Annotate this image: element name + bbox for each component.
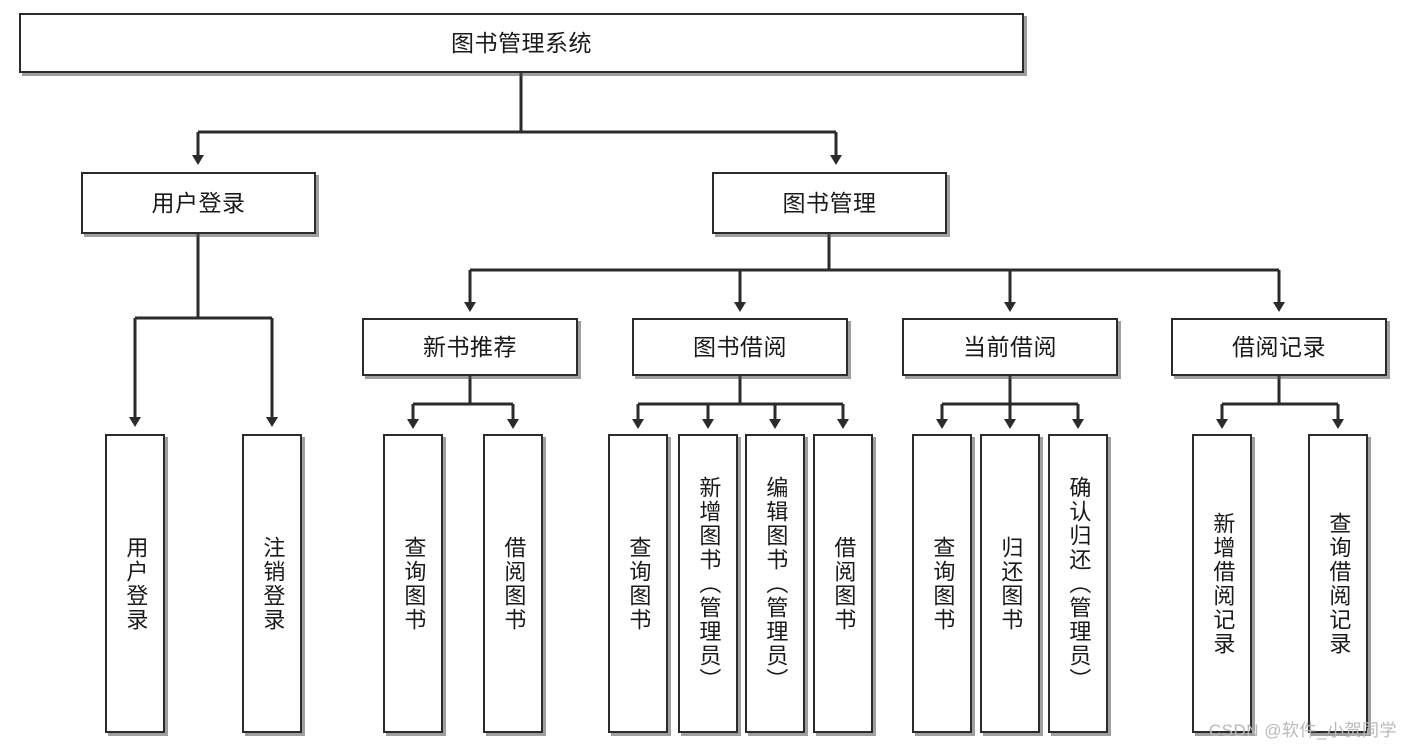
node-label: 图书管理系统 (451, 29, 592, 56)
node-label: 图书借阅 (693, 333, 787, 360)
node-label: 查询图书 (401, 535, 427, 632)
node-label: 注销登录 (260, 535, 286, 632)
node-leaf-return-book[interactable]: 归还图书 (980, 434, 1040, 733)
node-borrow-record[interactable]: 借阅记录 (1171, 318, 1387, 376)
node-leaf-query-book-2[interactable]: 查询图书 (608, 434, 668, 733)
node-label: 查询借阅记录 (1326, 511, 1352, 656)
node-label: 借阅图书 (501, 535, 527, 632)
node-leaf-borrow-book-1[interactable]: 借阅图书 (483, 434, 543, 733)
node-label: 当前借阅 (963, 333, 1057, 360)
node-label: 确认归还（管理员） (1066, 475, 1092, 692)
csdn-watermark: CSDN @软件_小贺同学 (1208, 721, 1397, 740)
node-label: 新增图书（管理员） (696, 475, 722, 692)
node-label: 借阅图书 (831, 535, 857, 632)
node-label: 用户登录 (123, 535, 149, 632)
node-label: 新书推荐 (423, 333, 517, 360)
node-leaf-borrow-book-2[interactable]: 借阅图书 (813, 434, 873, 733)
node-label: 新增借阅记录 (1210, 511, 1236, 656)
node-label: 编辑图书（管理员） (763, 475, 789, 692)
node-current-borrow[interactable]: 当前借阅 (902, 318, 1118, 376)
node-leaf-query-book-3[interactable]: 查询图书 (912, 434, 972, 733)
node-leaf-add-borrow-record[interactable]: 新增借阅记录 (1192, 434, 1252, 733)
node-leaf-confirm-return-admin[interactable]: 确认归还（管理员） (1048, 434, 1108, 733)
node-book-borrow[interactable]: 图书借阅 (632, 318, 848, 376)
node-label: 查询图书 (930, 535, 956, 632)
node-user-login[interactable]: 用户登录 (81, 172, 316, 234)
node-label: 查询图书 (626, 535, 652, 632)
node-new-book-recommend[interactable]: 新书推荐 (362, 318, 578, 376)
node-leaf-query-book-1[interactable]: 查询图书 (383, 434, 443, 733)
node-leaf-logout-login[interactable]: 注销登录 (242, 434, 302, 733)
node-system-title[interactable]: 图书管理系统 (19, 13, 1024, 73)
node-label: 用户登录 (151, 189, 246, 216)
node-label: 图书管理 (782, 189, 877, 216)
node-leaf-add-book-admin[interactable]: 新增图书（管理员） (678, 434, 738, 733)
node-label: 借阅记录 (1232, 333, 1326, 360)
node-book-management[interactable]: 图书管理 (712, 172, 947, 234)
node-leaf-edit-book-admin[interactable]: 编辑图书（管理员） (745, 434, 805, 733)
node-leaf-user-login[interactable]: 用户登录 (105, 434, 165, 733)
node-label: 归还图书 (998, 535, 1024, 632)
node-leaf-query-borrow-record[interactable]: 查询借阅记录 (1308, 434, 1368, 733)
